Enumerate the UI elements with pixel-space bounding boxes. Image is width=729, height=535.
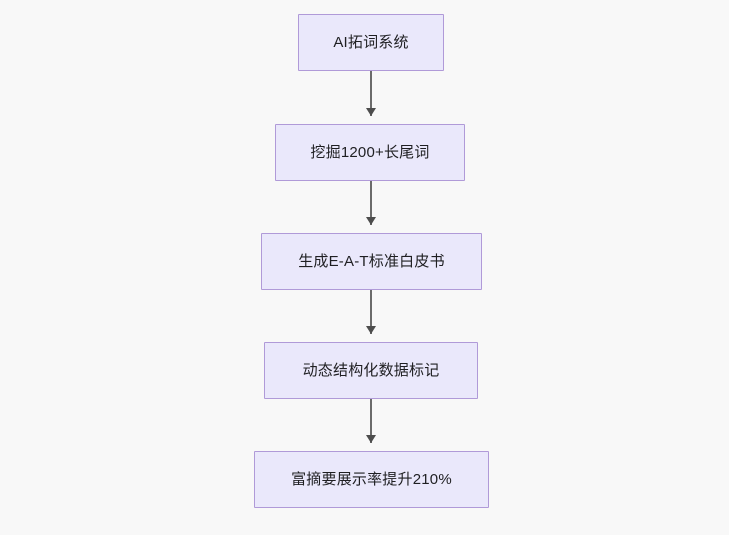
flow-node-dynamic-structured-data[interactable]: 动态结构化数据标记 (264, 342, 478, 399)
flow-node-label: AI拓词系统 (333, 34, 409, 51)
edge-line (370, 181, 372, 225)
flow-node-label: 富摘要展示率提升210% (291, 471, 452, 488)
arrow-head-icon (366, 217, 376, 225)
flow-node-mine-longtail-keywords[interactable]: 挖掘1200+长尾词 (275, 124, 465, 181)
flow-node-generate-eat-whitepaper[interactable]: 生成E-A-T标准白皮书 (261, 233, 482, 290)
flow-node-label: 生成E-A-T标准白皮书 (298, 253, 445, 270)
arrow-head-icon (366, 326, 376, 334)
edge-line (370, 71, 372, 116)
edge-line (370, 399, 372, 443)
flow-node-label: 挖掘1200+长尾词 (310, 144, 430, 161)
arrow-head-icon (366, 108, 376, 116)
flow-node-rich-snippet-uplift[interactable]: 富摘要展示率提升210% (254, 451, 489, 508)
flow-node-label: 动态结构化数据标记 (302, 362, 440, 379)
edge-line (370, 290, 372, 334)
arrow-head-icon (366, 435, 376, 443)
flow-node-ai-keyword-system[interactable]: AI拓词系统 (298, 14, 444, 71)
